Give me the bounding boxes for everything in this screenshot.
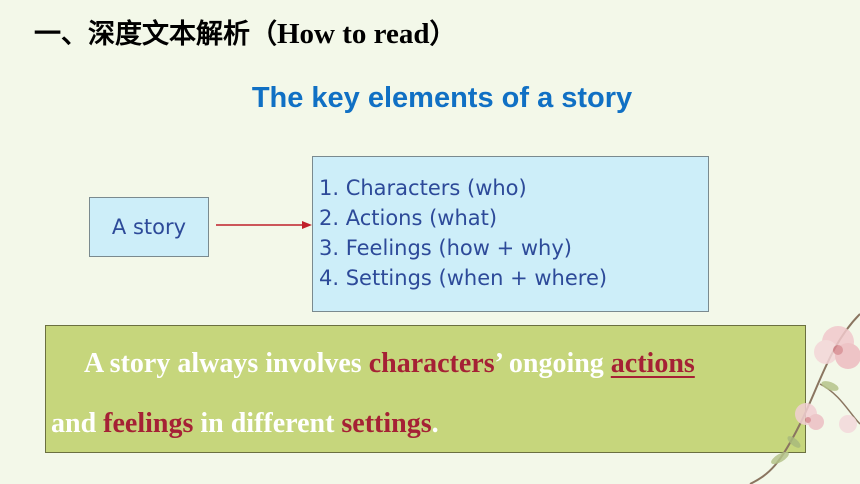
section-heading: 一、深度文本解析（How to read） <box>34 12 457 56</box>
summary-line-2: and feelings in different settings. <box>51 408 439 440</box>
keyword-feelings: feelings <box>103 408 194 439</box>
summary-text: A story always involves <box>84 348 369 379</box>
summary-box: A story always involves characters’ ongo… <box>45 325 806 453</box>
keyword-actions: actions <box>610 348 695 379</box>
story-box: A story <box>89 197 209 257</box>
element-feelings: 3. Feelings (how + why) <box>319 236 572 260</box>
element-actions: 2. Actions (what) <box>319 206 498 230</box>
flower-branch-decoration-icon <box>749 313 860 484</box>
key-elements-list: 1. Characters (who) 2. Actions (what) 3.… <box>319 173 708 293</box>
element-characters: 1. Characters (who) <box>319 176 527 200</box>
element-settings: 4. Settings (when + where) <box>319 266 608 290</box>
slide-subtitle: The key elements of a story <box>251 82 633 114</box>
summary-line-1: A story always involves characters’ ongo… <box>84 348 695 380</box>
summary-text: and <box>51 408 104 439</box>
heading-close-paren: ） <box>429 19 457 50</box>
right-arrow-icon <box>216 221 312 229</box>
keyword-settings: settings <box>341 408 432 439</box>
heading-chinese: 一、深度文本解析（ <box>34 19 277 50</box>
summary-text: in different <box>193 408 342 439</box>
heading-english: How to read <box>277 18 430 50</box>
summary-text: . <box>431 408 439 439</box>
key-elements-box: 1. Characters (who) 2. Actions (what) 3.… <box>312 156 709 312</box>
summary-text: ’ ongoing <box>494 348 611 379</box>
keyword-characters: characters <box>368 348 495 379</box>
story-label: A story <box>111 215 187 239</box>
